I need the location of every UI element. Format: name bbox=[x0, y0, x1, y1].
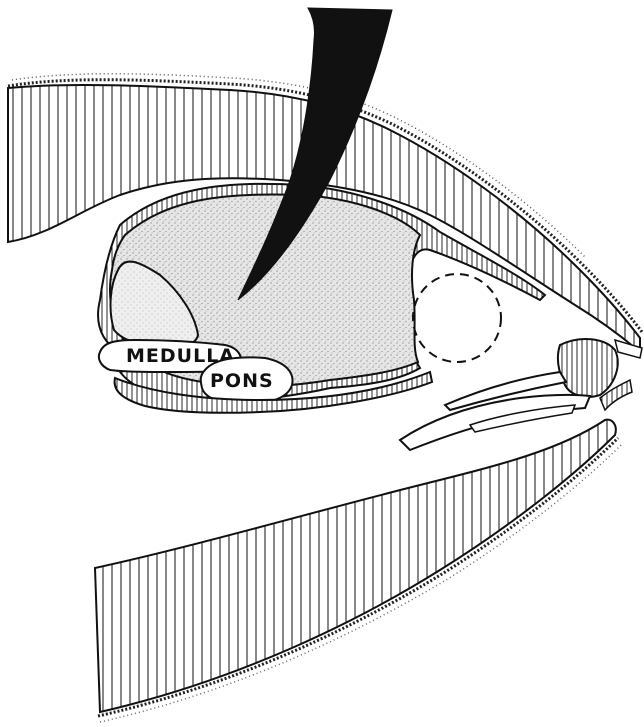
pons: PONS bbox=[201, 357, 293, 404]
pons-label: PONS bbox=[210, 370, 274, 392]
lower-jaw-band bbox=[95, 420, 622, 722]
dashed-circle bbox=[413, 274, 501, 362]
